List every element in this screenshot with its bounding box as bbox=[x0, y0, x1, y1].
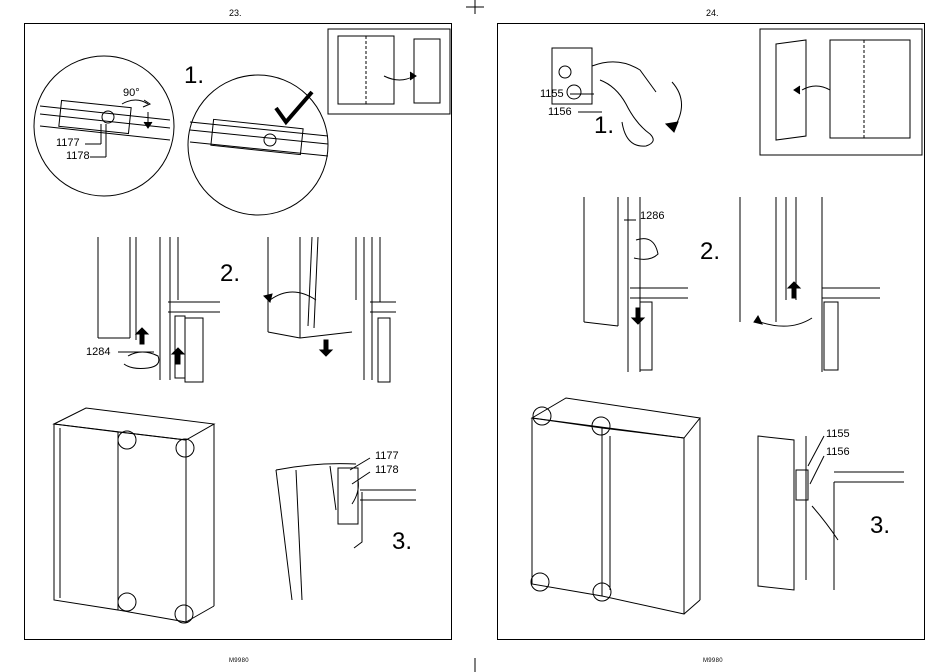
right-part-1155-b: 1155 bbox=[826, 428, 850, 440]
crop-marks bbox=[466, 0, 484, 672]
right-step3-label: 3. bbox=[870, 512, 890, 540]
right-part-1286: 1286 bbox=[640, 210, 664, 222]
right-part-1156-a: 1156 bbox=[548, 106, 572, 118]
right-step3-wardrobe bbox=[531, 398, 700, 614]
right-step1-detail bbox=[552, 48, 682, 146]
left-part-1178-a: 1178 bbox=[66, 150, 90, 162]
right-part-1156-b: 1156 bbox=[826, 446, 850, 458]
left-step1-label: 1. bbox=[184, 62, 204, 90]
left-step2-label: 2. bbox=[220, 260, 240, 288]
left-step1-wardrobe-inset bbox=[328, 29, 450, 114]
right-step2-panel-b bbox=[740, 197, 880, 372]
right-step1-wardrobe-inset bbox=[760, 29, 922, 155]
right-step2-label: 2. bbox=[700, 238, 720, 266]
left-step1-result-circle bbox=[188, 75, 328, 215]
left-part-1177-a: 1177 bbox=[56, 137, 80, 149]
left-step3-label: 3. bbox=[392, 528, 412, 556]
left-part-1177-b: 1177 bbox=[375, 450, 399, 462]
right-step1-label: 1. bbox=[594, 112, 614, 140]
left-step2-panel-a bbox=[98, 237, 220, 382]
right-part-1155-a: 1155 bbox=[540, 88, 564, 100]
left-step1-detail-circle bbox=[34, 56, 174, 196]
left-step2-panel-b bbox=[264, 237, 396, 382]
left-angle-label: 90° bbox=[123, 87, 140, 99]
left-part-1284: 1284 bbox=[86, 346, 110, 358]
right-step2-panel-a bbox=[584, 197, 688, 372]
left-part-1178-b: 1178 bbox=[375, 464, 399, 476]
left-step3-wardrobe bbox=[54, 408, 214, 623]
